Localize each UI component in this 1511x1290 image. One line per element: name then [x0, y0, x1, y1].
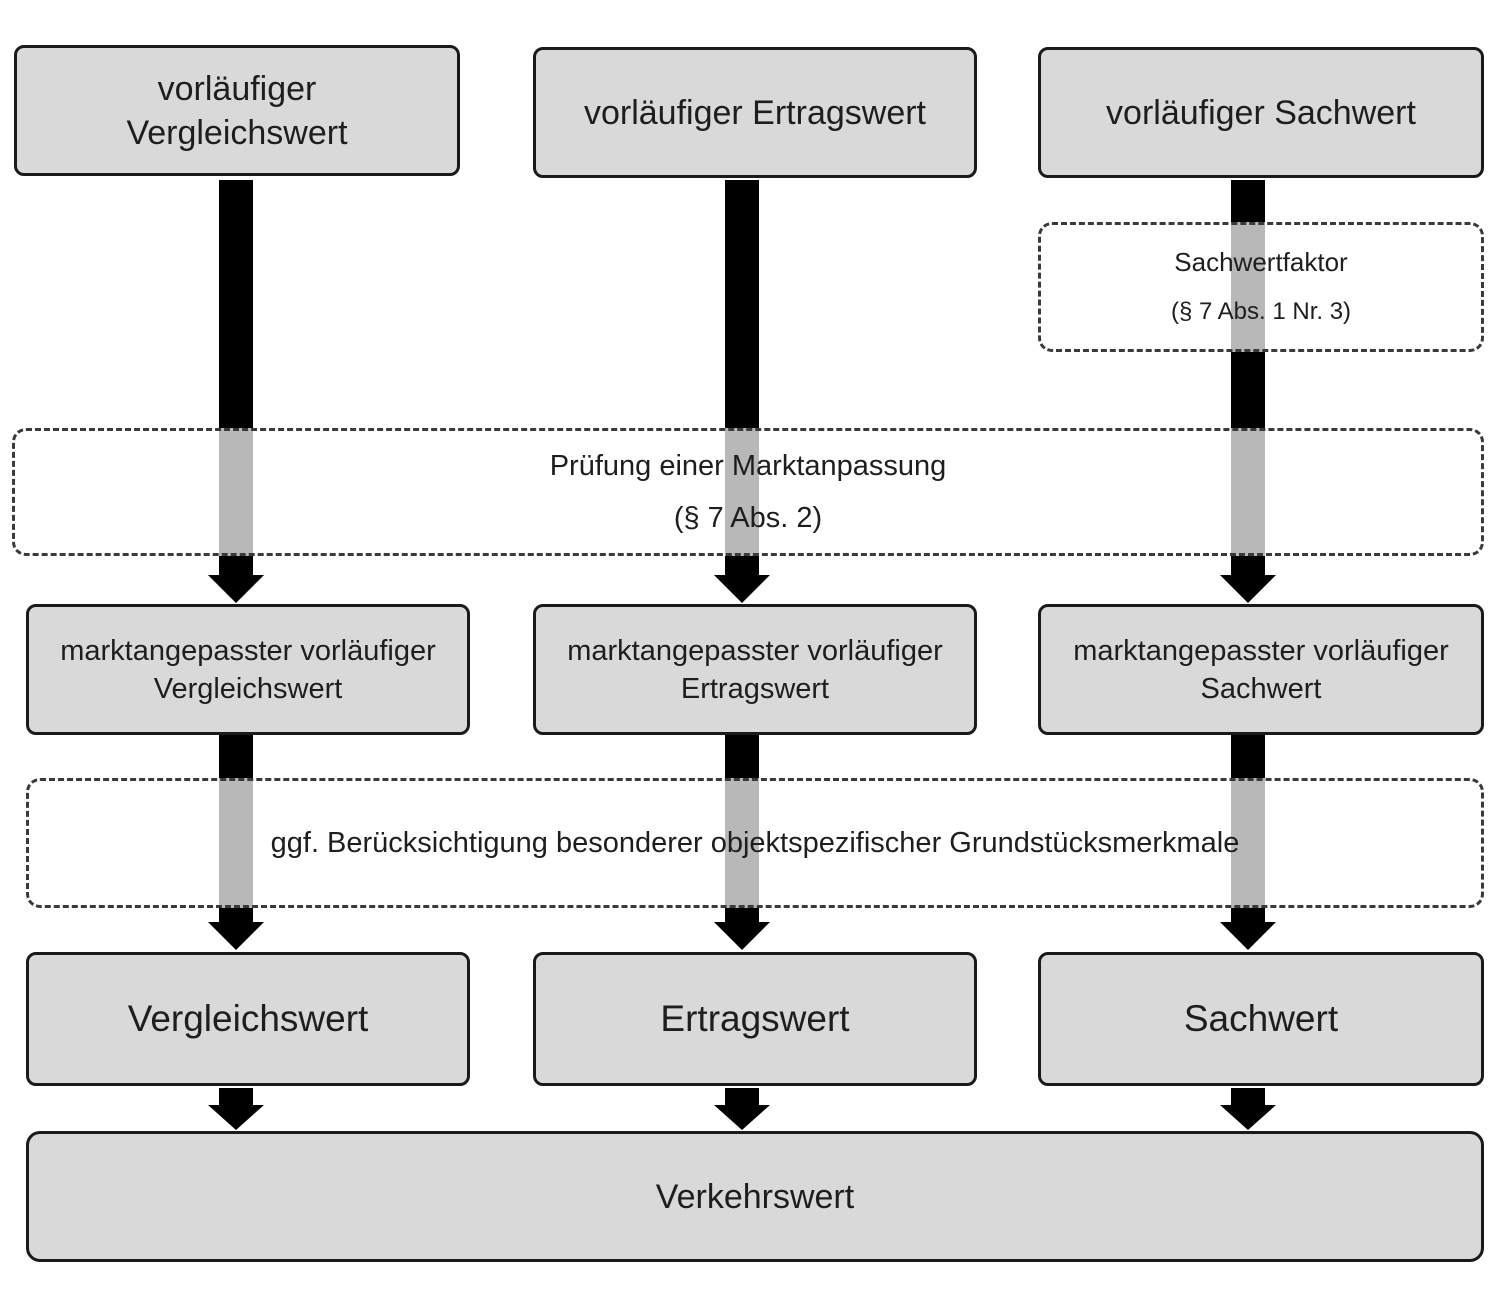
arrow-head-vergleich-1	[208, 575, 264, 603]
box-label-line2: Ertragswert	[680, 672, 830, 705]
arrow-head-ertrag-3	[714, 1105, 770, 1130]
arrow-head-vergleich-2	[208, 922, 264, 950]
box-sachwert: Sachwert	[1038, 952, 1484, 1086]
box-vorlaeufiger-sachwert: vorläufiger Sachwert	[1038, 47, 1484, 178]
box-vergleichswert: Vergleichswert	[26, 952, 470, 1086]
box-label: vorläufiger Sachwert	[1106, 93, 1416, 132]
box-label-line1: marktangepasster vorläufiger	[567, 634, 943, 667]
arrow-shaft-sach-3	[1231, 1088, 1265, 1106]
arrow-shaft-ertrag-3	[725, 1088, 759, 1106]
sachwertfaktor-reference: (§ 7 Abs. 1 Nr. 3)	[1170, 298, 1352, 325]
box-verkehrswert: Verkehrswert	[26, 1131, 1484, 1262]
arrow-head-sach-3	[1220, 1105, 1276, 1130]
marktanpassung-title: Prüfung einer Marktanpassung	[549, 450, 947, 482]
besondere-merkmale-box: ggf. Berücksichtigung besonderer objekts…	[26, 778, 1484, 908]
box-label: Vergleichswert	[127, 998, 369, 1039]
box-label: vorläufiger Vergleichswert	[126, 69, 348, 152]
marktanpassung-box: Prüfung einer Marktanpassung (§ 7 Abs. 2…	[12, 428, 1484, 556]
box-marktangepasster-vergleichswert: marktangepasster vorläufiger Vergleichsw…	[26, 604, 470, 735]
box-label: vorläufiger Ertragswert	[583, 93, 926, 132]
box-ertragswert: Ertragswert	[533, 952, 977, 1086]
box-label: Sachwert	[1183, 998, 1339, 1039]
marktanpassung-reference: (§ 7 Abs. 2)	[673, 502, 823, 534]
besondere-merkmale-title: ggf. Berücksichtigung besonderer objekts…	[270, 827, 1240, 859]
arrow-shaft-vergleich-3	[219, 1088, 253, 1106]
box-marktangepasster-ertragswert: marktangepasster vorläufiger Ertragswert	[533, 604, 977, 735]
box-label: Ertragswert	[660, 998, 850, 1039]
sachwertfaktor-title: Sachwertfaktor	[1174, 247, 1348, 277]
result-label: Verkehrswert	[655, 1177, 855, 1216]
box-label-line2: Vergleichswert	[153, 672, 343, 705]
sachwertfaktor-box: Sachwertfaktor (§ 7 Abs. 1 Nr. 3)	[1038, 222, 1484, 352]
box-label-line1: marktangepasster vorläufiger	[60, 634, 436, 667]
box-marktangepasster-sachwert: marktangepasster vorläufiger Sachwert	[1038, 604, 1484, 735]
box-vorlaeufiger-ertragswert: vorläufiger Ertragswert	[533, 47, 977, 178]
arrow-head-vergleich-3	[208, 1105, 264, 1130]
arrow-head-ertrag-1	[714, 575, 770, 603]
arrow-head-sach-2	[1220, 922, 1276, 950]
box-vorlaeufiger-vergleichswert: vorläufiger Vergleichswert	[14, 45, 460, 176]
box-label-line2: Sachwert	[1200, 672, 1322, 705]
arrow-head-ertrag-2	[714, 922, 770, 950]
arrow-head-sach-1	[1220, 575, 1276, 603]
box-label-line1: marktangepasster vorläufiger	[1073, 634, 1449, 667]
